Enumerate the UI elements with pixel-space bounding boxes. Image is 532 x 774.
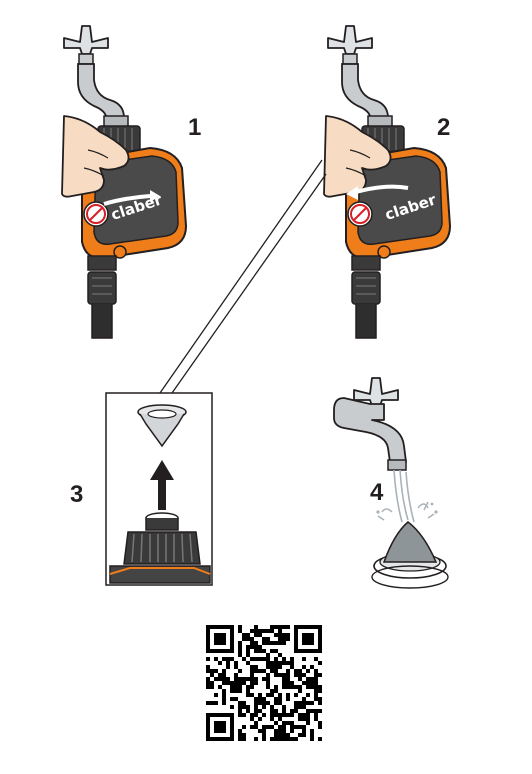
callout-lines <box>160 160 326 393</box>
step-3-illustration <box>106 393 212 585</box>
step-4-number: 4 <box>370 479 384 506</box>
qr-code-icon[interactable] <box>203 622 325 744</box>
step-1-number: 1 <box>188 114 201 141</box>
step-1-illustration: claber <box>62 26 186 338</box>
filter-icon <box>372 522 448 588</box>
step-2-illustration: claber <box>324 26 450 338</box>
step-2-number: 2 <box>437 114 450 141</box>
step-3-number: 3 <box>70 481 83 508</box>
water-tap-icon <box>334 378 406 470</box>
water-tap-icon <box>328 26 392 128</box>
water-stream <box>376 470 437 522</box>
step-4-illustration <box>334 378 448 588</box>
water-tap-icon <box>64 26 128 128</box>
